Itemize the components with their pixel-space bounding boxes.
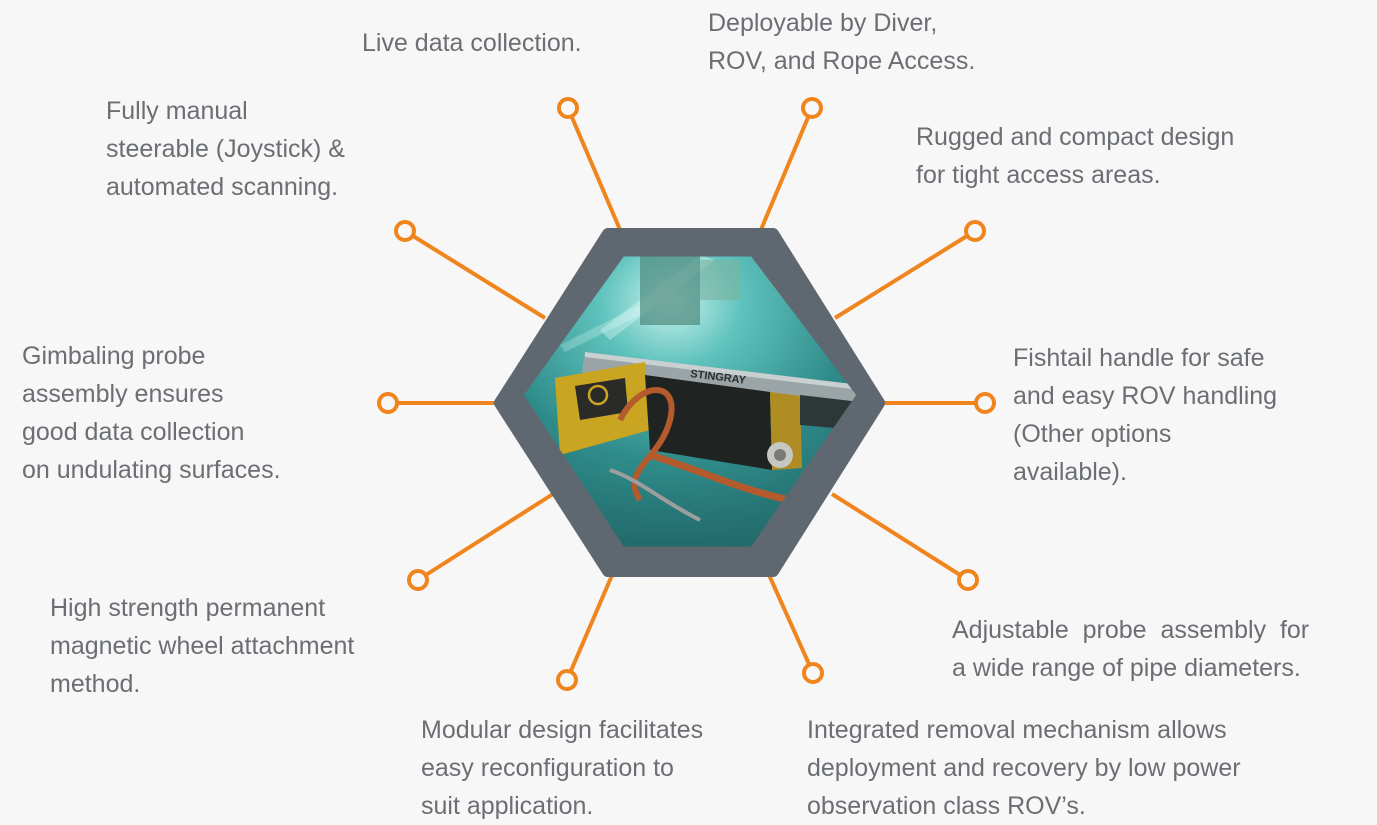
feature-line: Live data collection.: [362, 29, 582, 57]
connector-lines: [388, 107, 985, 681]
feature-modular-design: Modular design facilitates easy reconfig…: [421, 711, 703, 825]
endpoint-gimbaling-probe: [377, 392, 399, 414]
connector-integrated-removal: [763, 565, 815, 674]
feature-line: automated scanning.: [106, 173, 339, 201]
feature-line: suit application.: [421, 792, 594, 820]
connector-modular-design: [565, 565, 618, 681]
endpoint-live-data: [557, 97, 579, 119]
feature-line: Integrated removal mechanism allows: [807, 716, 1227, 744]
endpoint-integrated-removal: [802, 662, 824, 684]
feature-line: on undulating surfaces.: [22, 456, 281, 484]
feature-line: Modular design facilitates: [421, 716, 704, 744]
feature-adjustable-probe: Adjustable probe assembly for a wide ran…: [952, 611, 1309, 687]
feature-line: Fully manual: [106, 97, 248, 125]
feature-line: easy reconfiguration to: [421, 754, 674, 782]
feature-rugged-compact: Rugged and compact design for tight acce…: [916, 118, 1234, 194]
endpoint-deployable: [801, 97, 823, 119]
feature-line: Gimbaling probe: [22, 342, 206, 370]
feature-line: steerable (Joystick) &: [106, 135, 345, 163]
feature-integrated-removal: Integrated removal mechanism allows depl…: [807, 711, 1241, 825]
endpoint-magnetic-wheel: [407, 569, 429, 591]
endpoint-adjustable-probe: [957, 569, 979, 591]
subsea-pipe-scanner-photo: STINGRAY SONOMATIC: [522, 255, 858, 548]
feature-live-data: Live data collection.: [362, 24, 582, 62]
feature-line: Deployable by Diver,: [708, 9, 938, 37]
feature-line: assembly ensures: [22, 380, 224, 408]
feature-line: a wide range of pipe diameters.: [952, 654, 1301, 682]
feature-manual-steerable: Fully manual steerable (Joystick) & auto…: [106, 92, 345, 206]
connector-magnetic-wheel: [416, 492, 555, 582]
endpoint-manual-steerable: [394, 220, 416, 242]
feature-line: High strength permanent: [50, 594, 326, 622]
endpoint-modular-design: [556, 669, 578, 691]
feature-line: Fishtail handle for safe: [1013, 344, 1265, 372]
connector-rugged-compact: [833, 229, 977, 320]
feature-line: for tight access areas.: [916, 161, 1161, 189]
feature-line: available).: [1013, 458, 1127, 486]
feature-magnetic-wheel: High strength permanent magnetic wheel a…: [50, 589, 354, 703]
feature-line: (Other options: [1013, 420, 1172, 448]
feature-line: good data collection: [22, 418, 245, 446]
feature-line: deployment and recovery by low power: [807, 754, 1241, 782]
feature-line: Rugged and compact design: [916, 123, 1235, 151]
feature-line: method.: [50, 670, 141, 698]
feature-line: ROV, and Rope Access.: [708, 47, 976, 75]
connector-manual-steerable: [403, 229, 547, 320]
endpoint-fishtail-handle: [974, 392, 996, 414]
connector-adjustable-probe: [830, 492, 970, 582]
feature-fishtail-handle: Fishtail handle for safe and easy ROV ha…: [1013, 339, 1277, 491]
feature-gimbaling-probe: Gimbaling probe assembly ensures good da…: [22, 337, 281, 489]
feature-line: Adjustable probe assembly for: [952, 616, 1310, 644]
feature-line: observation class ROV’s.: [807, 792, 1086, 820]
endpoint-rugged-compact: [964, 220, 986, 242]
hexagon-inner-edge: [520, 253, 860, 550]
connector-live-data: [566, 107, 623, 233]
connector-endpoints: [377, 97, 996, 691]
connector-deployable: [758, 107, 814, 233]
feature-deployable: Deployable by Diver, ROV, and Rope Acces…: [708, 4, 975, 80]
feature-line: magnetic wheel attachment: [50, 632, 355, 660]
feature-line: and easy ROV handling: [1013, 382, 1278, 410]
